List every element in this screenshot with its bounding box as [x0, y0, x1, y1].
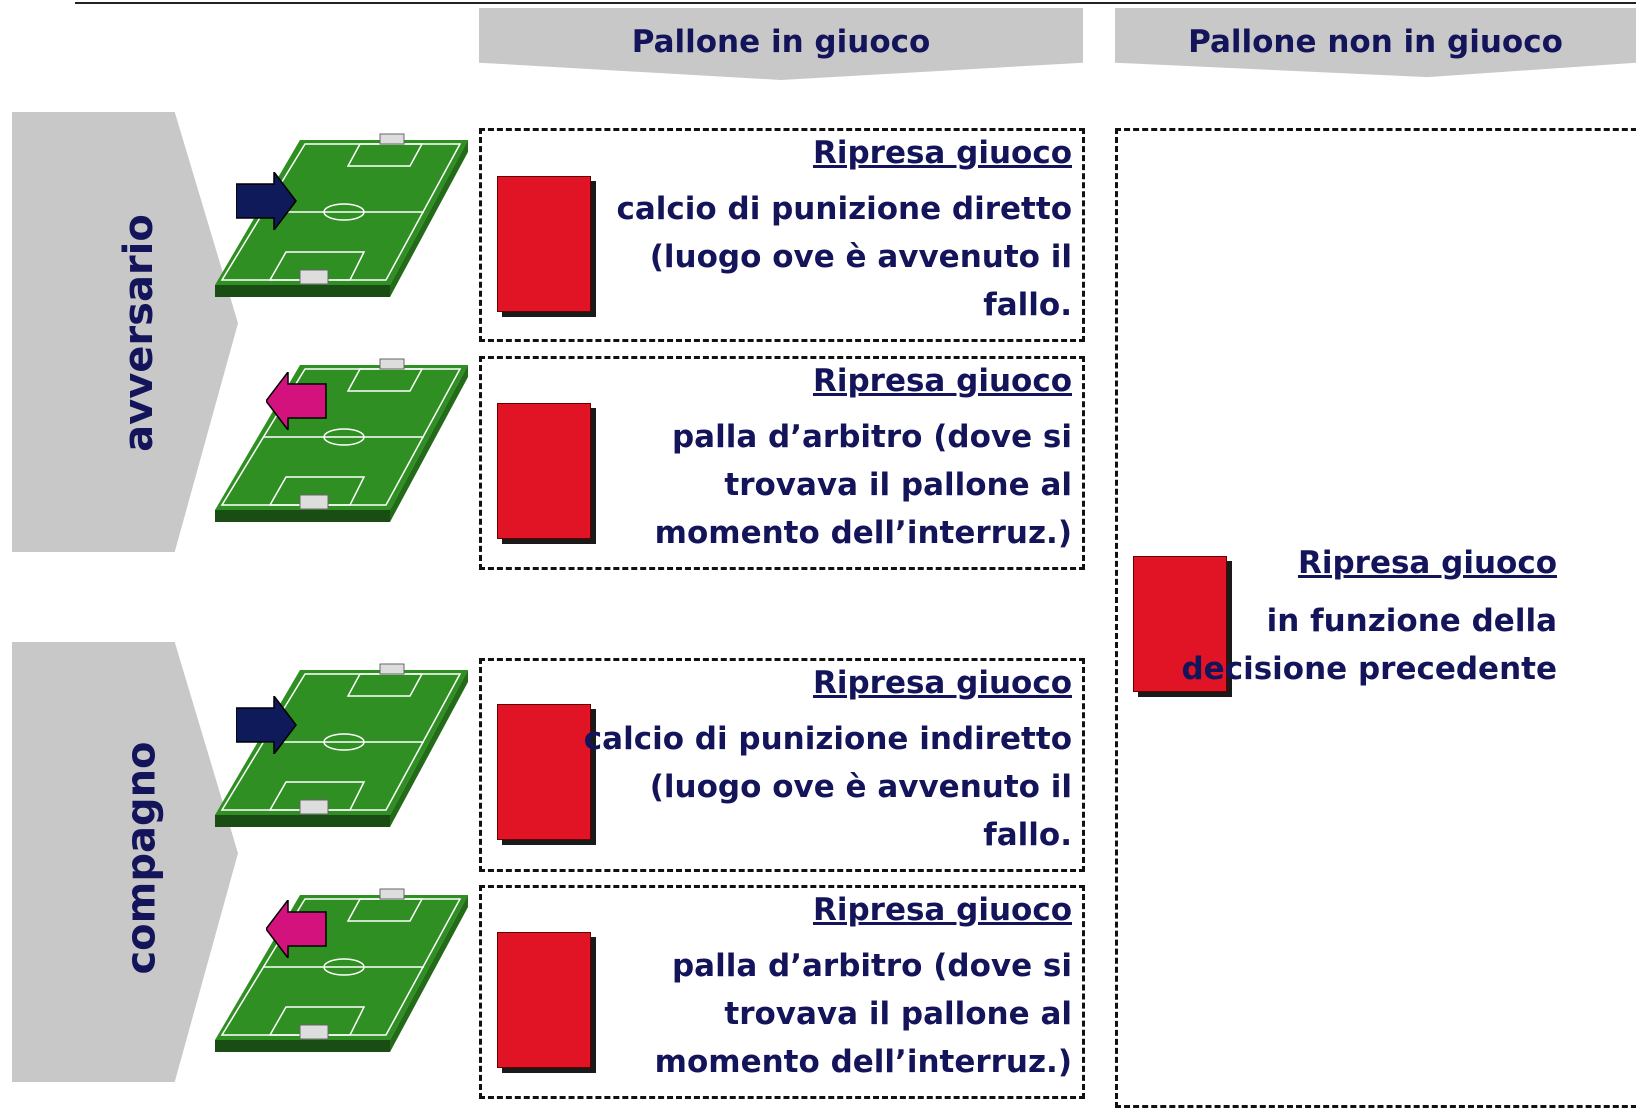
pitch-icon — [215, 888, 468, 1052]
case-title: Ripresa giuoco — [812, 135, 1072, 171]
header-ball-not-in-play-label: Pallone non in giuoco — [1188, 24, 1563, 60]
case-description: palla d’arbitro (dove si trovava il pall… — [654, 948, 1072, 1080]
row-teammate-label: compagno — [118, 741, 165, 975]
row-opponent-label: avversario — [115, 214, 162, 452]
header-ball-in-play-label: Pallone in giuoco — [631, 24, 931, 60]
not-in-play-title: Ripresa giuoco — [1297, 545, 1557, 581]
case-box: Ripresa giuoco calcio di punizione diret… — [479, 128, 1085, 342]
arrow-left-icon — [266, 372, 327, 430]
red-card-icon — [497, 704, 591, 840]
case-title: Ripresa giuoco — [812, 665, 1072, 701]
case-title: Ripresa giuoco — [812, 892, 1072, 928]
not-in-play-box: Ripresa giuoco in funzione della decisio… — [1115, 128, 1636, 1108]
case-box: Ripresa giuoco palla d’arbitro (dove si … — [479, 885, 1085, 1099]
arrow-right-icon — [236, 696, 297, 754]
arrow-left-icon — [266, 900, 327, 958]
top-rule — [75, 2, 1636, 4]
case-box: Ripresa giuoco calcio di punizione indir… — [479, 658, 1085, 872]
pitch-icon — [215, 663, 468, 827]
case-title: Ripresa giuoco — [812, 363, 1072, 399]
case-description: calcio di punizione indiretto (luogo ove… — [583, 721, 1072, 853]
header-ball-in-play: Pallone in giuoco — [479, 8, 1083, 80]
red-card-icon — [1133, 556, 1227, 692]
header-ball-not-in-play: Pallone non in giuoco — [1115, 8, 1636, 78]
pitch-icon — [215, 133, 468, 297]
arrow-right-icon — [236, 172, 297, 230]
red-card-icon — [497, 176, 591, 312]
case-box: Ripresa giuoco palla d’arbitro (dove si … — [479, 356, 1085, 570]
red-card-icon — [497, 403, 591, 539]
red-card-icon — [497, 932, 591, 1068]
case-description: palla d’arbitro (dove si trovava il pall… — [654, 419, 1072, 551]
case-description: calcio di punizione diretto (luogo ove è… — [616, 191, 1073, 323]
not-in-play-description: in funzione della decisione precedente — [1181, 603, 1557, 687]
pitch-icon — [215, 358, 468, 522]
